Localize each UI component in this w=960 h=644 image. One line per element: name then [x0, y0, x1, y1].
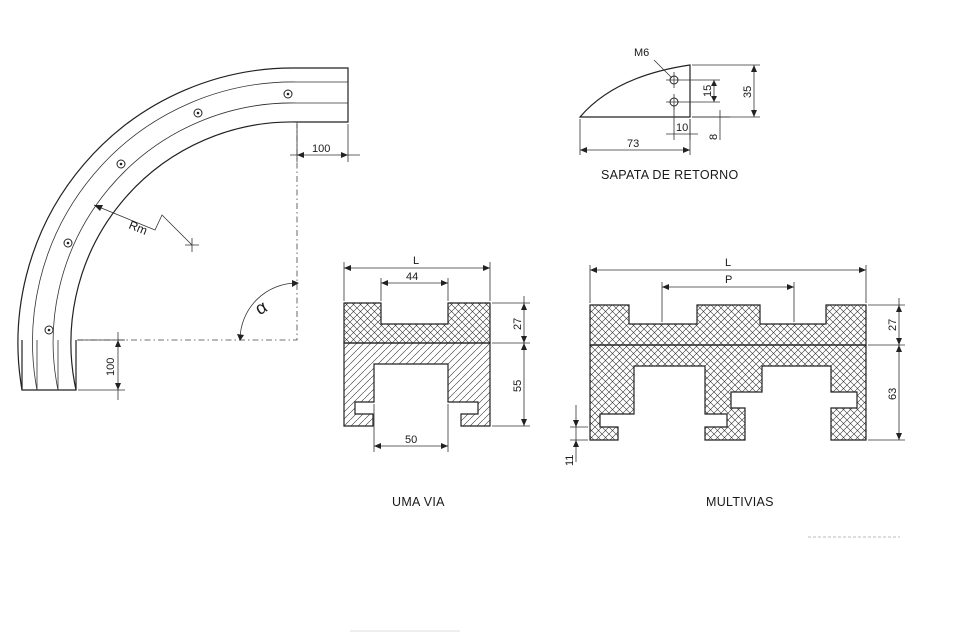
multi-length-label: L — [725, 257, 731, 269]
curved-guide-drawing: Rm α 100 100 — [17, 67, 360, 400]
shoe-bottom-offset-value: 8 — [708, 134, 720, 140]
multi-track-caption: MULTIVIAS — [706, 495, 774, 509]
single-bottom-opening-value: 50 — [405, 434, 417, 446]
return-shoe-drawing: M6 73 35 15 10 8 SAPATA DE RETORNO — [578, 47, 760, 182]
single-track-caption: UMA VIA — [392, 495, 445, 509]
multi-pitch-label: P — [725, 274, 732, 286]
single-body-height-value: 55 — [512, 380, 524, 392]
shoe-hole-spacing-value: 15 — [702, 85, 714, 97]
multi-foot-value: 11 — [564, 455, 576, 466]
return-shoe-holes — [666, 72, 682, 110]
dimension-left-value: 100 — [105, 358, 117, 376]
dimension-top-value: 100 — [312, 143, 330, 155]
dimension-left-100: 100 — [78, 332, 125, 400]
multi-lower-body — [589, 344, 867, 441]
single-track-section: L 44 27 55 50 UMA VIA — [343, 255, 530, 509]
multi-track-section: L P 27 63 11 MULTIVIAS — [564, 257, 905, 509]
single-lower-body — [343, 342, 491, 427]
single-top-block — [343, 302, 491, 344]
single-top-slot-value: 44 — [406, 271, 418, 283]
multi-body-height-value: 63 — [887, 388, 899, 400]
dimension-top-100: 100 — [290, 124, 360, 162]
return-shoe-caption: SAPATA DE RETORNO — [601, 168, 739, 182]
single-top-height-value: 27 — [512, 318, 524, 330]
shoe-height-value: 35 — [742, 86, 754, 98]
curved-guide-mounting-holes — [44, 89, 293, 335]
shoe-edge-offset-value: 10 — [676, 122, 688, 134]
thread-label: M6 — [634, 47, 649, 59]
return-shoe-outline — [578, 64, 691, 118]
angle-indicator: α — [237, 280, 299, 341]
single-length-label: L — [413, 255, 419, 267]
curved-guide-outline — [17, 67, 349, 391]
multi-top-height-value: 27 — [887, 319, 899, 331]
radius-label: Rm — [127, 218, 150, 238]
radius-indicator: Rm — [93, 204, 199, 252]
multi-top-block — [589, 304, 867, 346]
angle-label: α — [251, 297, 270, 320]
shoe-width-value: 73 — [627, 138, 639, 150]
